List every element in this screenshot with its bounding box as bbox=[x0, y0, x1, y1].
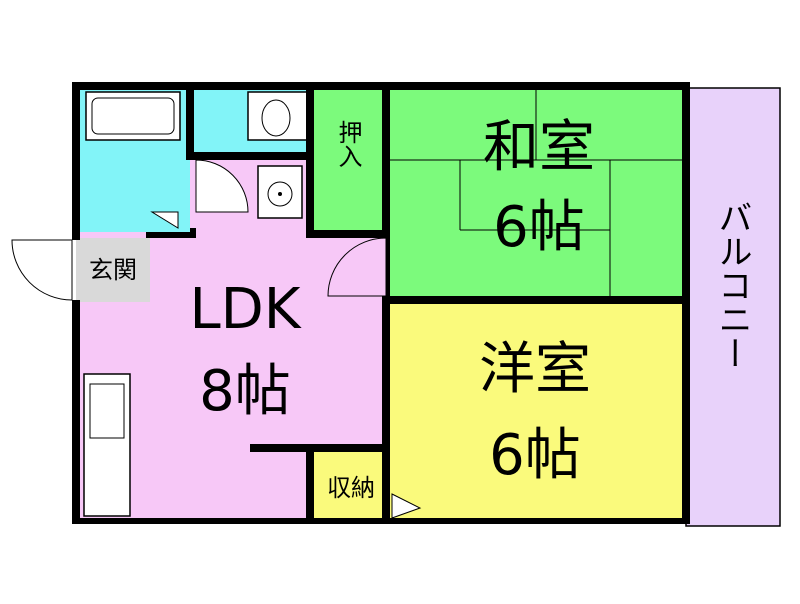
shunou-label: 収納 bbox=[327, 474, 375, 502]
genkan-label: 玄関 bbox=[89, 256, 137, 284]
ldk-size: 8帖 bbox=[199, 359, 291, 424]
shunou-area bbox=[312, 452, 386, 522]
bathtub-icon bbox=[85, 91, 181, 141]
youshitsu-area bbox=[386, 302, 686, 522]
genkan-area bbox=[76, 238, 150, 302]
kitchen-counter-icon bbox=[83, 373, 131, 517]
youshitsu-name: 洋室 bbox=[479, 337, 591, 402]
toilet-icon bbox=[247, 91, 309, 141]
youshitsu-size: 6帖 bbox=[489, 423, 581, 488]
oshiire-label: 押入 bbox=[334, 120, 362, 168]
washitsu-name: 和室 bbox=[483, 115, 595, 180]
washitsu-size: 6帖 bbox=[493, 195, 585, 260]
ldk-name: LDK bbox=[189, 277, 301, 342]
door-swings bbox=[11, 159, 422, 519]
oshiire-area bbox=[312, 86, 386, 232]
walls bbox=[72, 82, 690, 524]
tatami-lines bbox=[390, 90, 682, 298]
balcony-area bbox=[685, 87, 781, 527]
balcony-label: バルコニー bbox=[712, 200, 752, 370]
